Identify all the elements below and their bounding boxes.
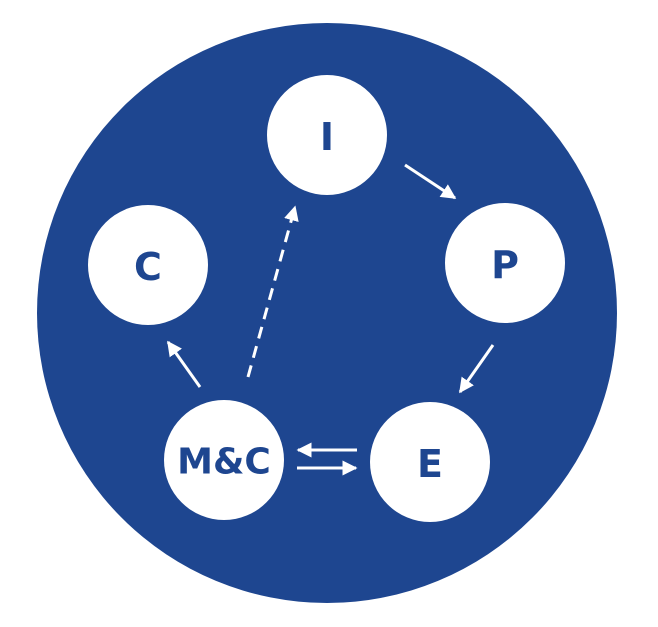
arrow-mc-to-i-dashed — [246, 205, 299, 378]
node-e-label: E — [417, 442, 443, 486]
node-p-label: P — [491, 243, 519, 287]
node-c: C — [88, 205, 208, 325]
arrow-mc-to-c — [166, 340, 202, 388]
node-mc: M&C — [164, 400, 284, 520]
node-i-label: I — [320, 115, 334, 159]
node-p: P — [445, 203, 565, 323]
node-c-label: C — [134, 245, 162, 289]
node-i: I — [267, 75, 387, 195]
arrow-p-to-e — [458, 344, 495, 394]
arrow-i-to-p — [404, 163, 457, 200]
node-e: E — [370, 402, 490, 522]
node-mc-label: M&C — [177, 442, 271, 483]
